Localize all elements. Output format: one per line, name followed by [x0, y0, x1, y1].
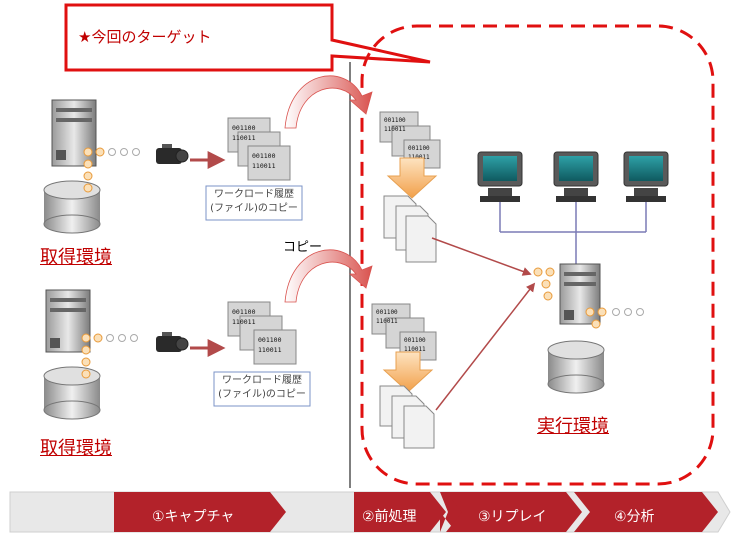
target-callout	[64, 3, 431, 72]
binary-text: 110011	[384, 126, 406, 133]
stage-label-preprocess: ②前処理	[362, 509, 417, 525]
binary-text: 110011	[404, 346, 426, 353]
star-icon: ★	[78, 28, 92, 46]
stage-label-capture: ①キャプチャ	[152, 509, 235, 525]
stage-preprocess	[354, 492, 446, 532]
stage-label-analysis: ④分析	[614, 509, 655, 525]
binary-file-stack-icon	[227, 301, 297, 365]
binary-text: 110011	[232, 134, 256, 142]
camera-icon	[156, 332, 189, 352]
binary-text: 001100	[252, 152, 276, 160]
caption-box	[213, 371, 311, 407]
copy-arc-arrow	[284, 75, 373, 129]
binary-text: 110011	[376, 318, 398, 325]
capture-env-label: 取得環境	[40, 438, 112, 459]
server-icon	[45, 289, 91, 353]
binary-text: 110011	[232, 318, 256, 326]
target-callout-text: ★今回のターゲット	[78, 26, 211, 47]
database-icon	[547, 340, 605, 394]
binary-text: 001100	[408, 145, 430, 152]
caption-text: ワークロード履歴 (ファイル)のコピー	[214, 374, 310, 402]
client-monitor-icon	[553, 151, 599, 202]
binary-text: 001100	[404, 337, 426, 344]
server-icon	[51, 99, 97, 167]
replay-arrow	[435, 282, 536, 411]
copy-arc-arrow	[284, 249, 373, 303]
caption-line: (ファイル)のコピー	[210, 203, 298, 214]
target-region	[360, 24, 715, 486]
replay-arrow	[431, 237, 532, 276]
database-icon	[43, 366, 101, 420]
binary-text: 001100	[376, 309, 398, 316]
binary-text: 001100	[232, 124, 256, 132]
workload-nodes-icon	[83, 147, 140, 193]
stage-analysis	[574, 492, 718, 532]
binary-text: 001100	[384, 117, 406, 124]
workload-nodes-icon	[81, 333, 138, 379]
binary-text: 110011	[252, 162, 276, 170]
client-network-lines	[499, 200, 647, 264]
exec-env-label: 実行環境	[537, 416, 609, 437]
down-arrow-icon	[382, 351, 434, 393]
capture-env-label: 取得環境	[40, 247, 112, 268]
caption-line: ワークロード履歴	[214, 189, 294, 200]
client-monitor-icon	[477, 151, 523, 202]
document-stack-icon	[379, 385, 435, 449]
caption-line: ワークロード履歴	[222, 375, 302, 386]
caption-box	[205, 185, 303, 221]
server-icon	[559, 263, 601, 325]
workload-nodes-icon	[533, 267, 644, 329]
caption-text: ワークロード履歴 (ファイル)のコピー	[206, 188, 302, 216]
stage-label-replay: ③リプレイ	[478, 509, 547, 525]
binary-file-stack-icon	[227, 117, 291, 181]
callout-label: 今回のターゲット	[91, 28, 212, 46]
document-stack-icon	[383, 195, 437, 263]
stage-capture	[114, 492, 286, 532]
copy-label: コピー	[283, 240, 323, 255]
binary-text: 110011	[258, 346, 282, 354]
caption-line: (ファイル)のコピー	[218, 389, 306, 400]
camera-icon	[156, 144, 189, 164]
client-monitor-icon	[623, 151, 669, 202]
stage-bar	[9, 491, 731, 533]
binary-text: 001100	[232, 308, 256, 316]
down-arrow-icon	[386, 157, 438, 199]
binary-text: 001100	[258, 336, 282, 344]
